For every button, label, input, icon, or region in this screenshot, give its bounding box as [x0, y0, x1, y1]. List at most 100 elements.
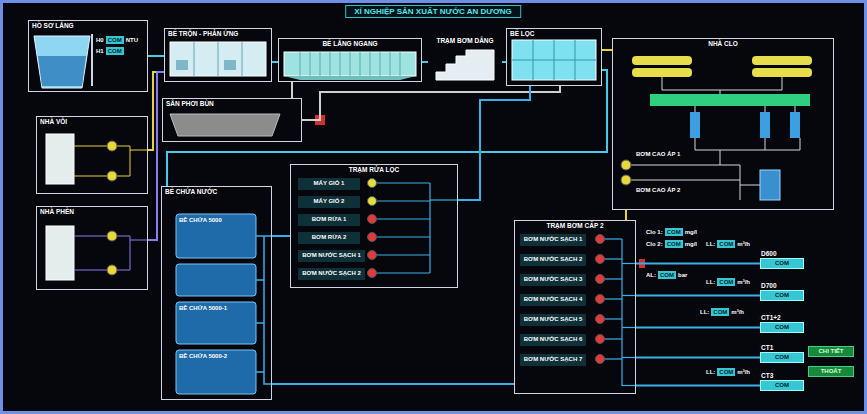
pump-tag: BƠM NƯỚC SẠCH 1: [298, 250, 365, 262]
pipe: [636, 295, 760, 297]
pipe: [636, 327, 760, 329]
value-readout: COM: [106, 47, 124, 55]
node-heading: CT3: [761, 372, 773, 380]
pipe: [636, 385, 760, 387]
readout-label: H1: [96, 47, 104, 55]
node-heading: BỂ CHỨA 5000-2: [179, 350, 227, 360]
node-heading: MÁY GIÓ 2: [314, 196, 345, 206]
pump-tag: BƠM NƯỚC SẠCH 5: [520, 314, 586, 326]
process-box: SÂN PHƠI BÙN: [162, 98, 302, 142]
node-heading: BƠM NƯỚC SẠCH 7: [524, 354, 583, 364]
node-value: COM: [775, 291, 789, 300]
process-box: NHÀ CLO: [612, 38, 834, 210]
process-box: HỒ SƠ LẮNG: [28, 20, 148, 92]
pump-tag: BƠM RỬA 1: [298, 214, 360, 226]
node-heading: BƠM RỬA 1: [312, 214, 347, 224]
value-readout: COM: [717, 278, 735, 286]
node-heading: BỂ TRỘN - PHẢN ỨNG: [168, 29, 238, 38]
value-readout: COM: [106, 36, 124, 44]
node-heading: NHÀ PHÈN: [40, 207, 74, 216]
node-heading: BỂ LỌC: [510, 29, 535, 38]
readout-label: Clo 2:: [646, 240, 663, 248]
pipe: [422, 61, 428, 63]
storage-tank: BỂ CHỨA 5000-2: [176, 350, 256, 394]
pump-tag: BƠM NƯỚC SẠCH 3: [520, 274, 586, 286]
node-heading: CT1: [761, 344, 773, 352]
process-box: TRẠM BƠM CẤP 2 BƠM NƯỚC SẠCH 1 BƠM NƯỚC SẠ…: [514, 220, 636, 394]
readout-label: bar: [678, 271, 687, 279]
node-heading: D600: [761, 250, 777, 258]
pump-tag: BƠM NƯỚC SẠCH 2: [298, 268, 365, 280]
node-value: COM: [775, 353, 789, 362]
flow-output: CT1+2COM: [760, 322, 804, 333]
flow-output: CT3COM: [760, 380, 804, 391]
value-readout: COM: [665, 228, 683, 236]
node-heading: MÁY GIÓ 1: [314, 178, 345, 188]
pipe: [148, 55, 164, 57]
readout-label: LL:: [706, 368, 715, 376]
node-heading: BƠM NƯỚC SẠCH 3: [524, 274, 583, 284]
pipe: [458, 86, 530, 200]
node-heading: THOÁT: [821, 367, 842, 376]
pipe: [167, 70, 607, 186]
value-readout: COM: [711, 308, 729, 316]
node-heading: BƠM RỬA 2: [312, 232, 347, 242]
pipe: [291, 82, 293, 98]
pipe: [636, 357, 760, 359]
readout-label: m³/h: [737, 240, 750, 248]
pump-tag: BƠM NƯỚC SẠCH 1: [520, 234, 586, 246]
process-box: NHÀ PHÈN: [36, 206, 148, 290]
node-heading: CT1+2: [761, 314, 781, 322]
pump-tag: BƠM NƯỚC SẠCH 7: [520, 354, 586, 366]
readout-label: m³/h: [731, 308, 744, 316]
screen-button: CHI TIẾT: [808, 346, 854, 357]
node-heading: TRẠM BƠM DÂNG: [436, 36, 493, 45]
pump-tag: MÁY GIÓ 2: [298, 196, 360, 208]
process-box: BỂ LẮNG NGANG: [278, 38, 422, 82]
readout-label: LL:: [706, 278, 715, 286]
node-heading: CHI TIẾT: [819, 347, 844, 356]
storage-tank: BỂ CHỨA 5000-1: [176, 302, 256, 344]
process-box: BỂ TRỘN - PHẢN ỨNG: [164, 28, 272, 82]
readout-label: Clo 1:: [646, 228, 663, 236]
node-heading: BƠM NƯỚC SẠCH 1: [524, 234, 583, 244]
node-heading: D700: [761, 282, 777, 290]
node-heading: BƠM NƯỚC SẠCH 2: [302, 268, 361, 278]
node-heading: HỒ SƠ LẮNG: [32, 21, 74, 30]
pump-tag: BƠM RỬA 2: [298, 232, 360, 244]
pump-tag: BƠM NƯỚC SẠCH 6: [520, 334, 586, 346]
node-heading: TRẠM BƠM CẤP 2: [546, 221, 603, 230]
station-box: TRẠM BƠM DÂNG: [428, 36, 502, 82]
pipe: [636, 263, 760, 265]
node-heading: BƠM NƯỚC SẠCH 5: [524, 314, 583, 324]
flow-output: D600COM: [760, 258, 804, 269]
value-readout: COM: [717, 368, 735, 376]
node-heading: BƠM NƯỚC SẠCH 6: [524, 334, 583, 344]
node-heading: NHÀ VÔI: [40, 117, 67, 126]
readout-label: LL:: [706, 240, 715, 248]
node-heading: BỂ CHỨA 5000-1: [179, 302, 227, 312]
readout-label: m³/h: [737, 368, 750, 376]
node-value: COM: [775, 259, 789, 268]
readout-label: LL:: [700, 308, 709, 316]
flow-output: CT1COM: [760, 352, 804, 363]
pipe: [302, 86, 560, 120]
storage-tank: BỂ CHỨA 5000: [176, 214, 256, 258]
readout-label: BƠM CAO ÁP 2: [636, 186, 680, 194]
readout-label: NTU: [126, 36, 138, 44]
process-box: TRẠM RỬA LỌCMÁY GIÓ 1MÁY GIÓ 2BƠM RỬA 1B…: [290, 164, 458, 288]
pump-tag: BƠM NƯỚC SẠCH 2: [520, 254, 586, 266]
flow-output: D700COM: [760, 290, 804, 301]
node-heading: BƠM NƯỚC SẠCH 2: [524, 254, 583, 264]
readout-label: mg/l: [685, 240, 697, 248]
readout-label: BƠM CAO ÁP 1: [636, 150, 680, 158]
readout-label: mg/l: [685, 228, 697, 236]
readout-label: m³/h: [737, 278, 750, 286]
node-heading: BỂ CHỨA 5000: [179, 214, 222, 224]
process-box: NHÀ VÔI: [36, 116, 148, 194]
screen-title: XÍ NGHIỆP SẢN XUẤT NƯỚC AN DƯƠNG: [345, 5, 521, 18]
pipe: [602, 49, 612, 51]
node-heading: BƠM NƯỚC SẠCH 1: [302, 250, 361, 260]
process-box: BỂ LỌC: [506, 28, 602, 86]
